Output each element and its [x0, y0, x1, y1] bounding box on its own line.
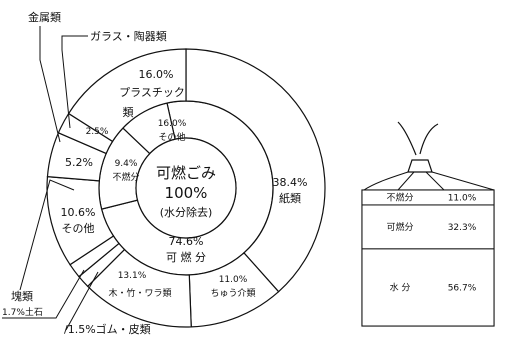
- leader-glass: [61, 35, 88, 129]
- bar-label-0: 不燃分: [386, 191, 413, 203]
- garbage-bag: 不燃分 11.0% 可燃分 32.3% 水 分 56.7%: [361, 121, 495, 327]
- outer-label-0: 紙類: [279, 191, 301, 205]
- inner-value-2: 9.4%: [115, 159, 138, 169]
- leader-lines: [2, 26, 99, 331]
- inner-label-2: 不燃分: [112, 171, 139, 183]
- center-title: 可燃ごみ: [156, 164, 216, 182]
- bar-segment-2: [361, 248, 495, 327]
- outer-label-6: 金属類: [28, 10, 61, 24]
- leader-soil: [2, 269, 85, 319]
- outer-value-0: 38.4%: [273, 176, 308, 189]
- center-disc: [135, 137, 237, 239]
- outer-slice-8: [67, 48, 187, 143]
- center-percent: 100%: [165, 184, 208, 202]
- outer-label-4: 1.7%土石: [2, 306, 43, 318]
- bar-value-2: 56.7%: [448, 283, 477, 293]
- leader-metal: [39, 26, 61, 143]
- pie-rings: [46, 48, 326, 328]
- outer-label-7: ガラス・陶器類: [90, 29, 167, 43]
- bar-label-2: 水 分: [390, 281, 411, 293]
- outer-value-7: 2.5%: [86, 127, 109, 137]
- callout-label: 塊類: [11, 290, 33, 303]
- outer-value-1: 11.0%: [219, 275, 248, 285]
- outer-label-5: その他: [62, 222, 95, 235]
- outer-value-6: 5.2%: [65, 156, 93, 169]
- bar-value-0: 11.0%: [448, 193, 477, 203]
- bar-label-1: 可燃分: [386, 221, 413, 233]
- leader-lump: [19, 179, 75, 291]
- leader-rubber: [65, 271, 99, 331]
- inner-label-1: その他: [158, 131, 185, 143]
- inner-label-0: 可 燃 分: [166, 250, 206, 264]
- outer-label-8a: プラスチック: [119, 86, 185, 99]
- outer-value-2: 13.1%: [118, 271, 147, 281]
- bar-value-1: 32.3%: [448, 223, 477, 233]
- bar-segment-1: [361, 204, 495, 250]
- inner-value-1: 16.0%: [158, 119, 187, 129]
- outer-label-8b: 類: [123, 106, 134, 119]
- bag-knot: [397, 121, 439, 173]
- outer-value-5: 10.6%: [61, 206, 96, 219]
- outer-slice-0: [185, 48, 326, 293]
- outer-label-2: 木・竹・ワラ類: [108, 287, 171, 299]
- outer-label-3: /1.5%ゴム・皮類: [64, 322, 151, 336]
- bag-neck: [363, 171, 495, 191]
- pie-labels: 74.6% 可 燃 分 16.0% その他 9.4% 不燃分 38.4% 紙類 11.0% ちゅう…: [2, 10, 307, 336]
- center-note: (水分除去): [160, 205, 213, 219]
- outer-label-1: ちゅう介類: [210, 288, 255, 299]
- inner-value-0: 74.6%: [169, 235, 204, 248]
- outer-value-8: 16.0%: [139, 68, 174, 81]
